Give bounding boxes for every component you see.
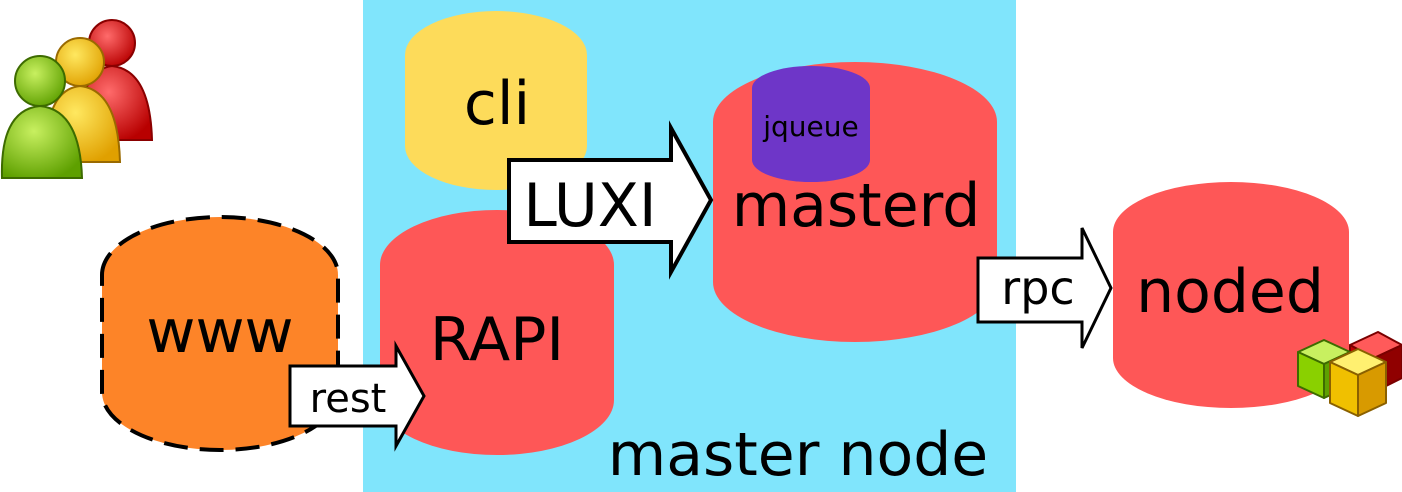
rest-label: rest <box>310 376 387 422</box>
rapi-node <box>380 210 614 455</box>
www-label: www <box>146 297 293 367</box>
luxi-arrow <box>507 120 714 280</box>
cli-node <box>405 11 587 190</box>
cubes-cluster-icon <box>1297 331 1402 417</box>
luxi-label: LUXI <box>523 171 656 241</box>
cli-label: cli <box>464 69 530 139</box>
users-group-icon <box>0 19 154 179</box>
rapi-label: RAPI <box>430 305 564 375</box>
noded-label: noded <box>1136 257 1324 327</box>
masterd-label: masterd <box>732 171 981 241</box>
rpc-label: rpc <box>1001 261 1074 315</box>
jqueue-node <box>752 66 870 182</box>
master-node-label: master node <box>608 420 988 490</box>
noded-node <box>1113 182 1349 408</box>
jqueue-label: jqueue <box>762 110 859 143</box>
rest-arrow <box>288 340 426 452</box>
rpc-arrow <box>976 227 1113 349</box>
